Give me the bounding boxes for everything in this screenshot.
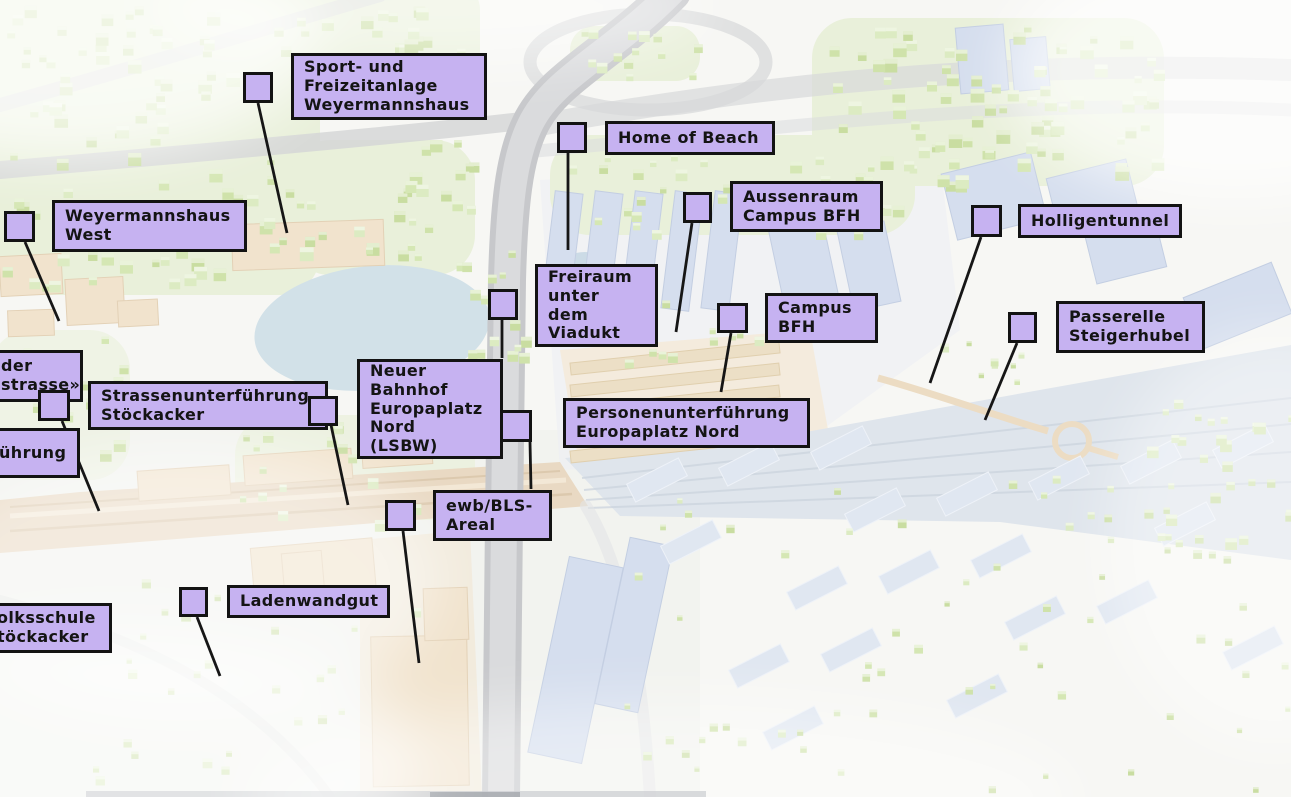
marker-strassenunterfuehrung-stoeckacker[interactable] (38, 390, 70, 421)
label-line: Europaplatz (370, 398, 483, 418)
marker-ladenwandgut[interactable] (179, 587, 208, 617)
label-line: olksschule (0, 608, 96, 628)
label-line: Passerelle (1069, 307, 1166, 327)
label-line: Weyermannshaus (304, 94, 470, 114)
label-line: töckacker (0, 627, 89, 646)
label-line: strasse» (1, 375, 81, 394)
label-line: Strassenunterführung (101, 385, 310, 405)
label-ladenwandgut[interactable]: Ladenwandgut (227, 585, 390, 618)
label-line: (LSBW) (370, 436, 438, 456)
label-line: ewb/BLS- (446, 495, 533, 515)
label-line: West (65, 225, 112, 244)
label-line: Ladenwandgut (240, 591, 379, 611)
label-line: Weyermannshaus (65, 206, 231, 226)
label-line: Aussenraum (743, 186, 859, 206)
marker-personenunterfuehrung-europaplatz-nord[interactable] (500, 410, 532, 442)
label-line: Holligentunnel (1031, 210, 1170, 230)
label-line: Freizeitanlage (304, 76, 438, 96)
marker-aussenraum-campus-bfh[interactable] (683, 192, 712, 223)
label-holligentunnel[interactable]: Holligentunnel (1018, 204, 1182, 238)
label-line: Nord (370, 417, 416, 437)
label-line: Europaplatz Nord (576, 422, 740, 441)
marker-freiraum-unter-dem-viadukt[interactable] (488, 289, 518, 320)
label-line: Home of Beach (618, 127, 759, 147)
label-line: Areal (446, 514, 496, 534)
label-line: Steigerhubel (1069, 326, 1191, 345)
label-line: BFH (778, 317, 816, 336)
marker-neuer-bahnhof-europaplatz-nord-lsbw[interactable] (308, 396, 338, 426)
label-line: dem (548, 304, 589, 324)
label-line: Personenunterführung (576, 403, 790, 423)
label-home-of-beach[interactable]: Home of Beach (605, 121, 775, 155)
label-line: ührung (0, 442, 67, 462)
label-line: Campus (778, 298, 852, 318)
label-fuehrung-fragment[interactable]: ührung (0, 428, 80, 478)
label-line: Sport- und (304, 57, 404, 77)
label-line: Neuer (370, 360, 427, 380)
marker-ewb-bls-areal[interactable] (385, 500, 416, 531)
label-line: Freiraum (548, 266, 633, 286)
label-line: der (1, 356, 33, 376)
passerelle-bridge (877, 374, 1119, 461)
marker-sport-und-freizeitanlage-weyermannshaus[interactable] (243, 72, 273, 103)
label-ewb-bls-areal[interactable]: ewb/BLS-Areal (433, 490, 552, 541)
marker-home-of-beach[interactable] (557, 122, 587, 153)
label-line: Viadukt (548, 323, 621, 343)
label-line: Bahnhof (370, 379, 448, 399)
marker-weyermannshaus-west[interactable] (4, 211, 35, 242)
label-line: Stöckacker (101, 404, 205, 424)
marker-passerelle-steigerhubel[interactable] (1008, 312, 1037, 343)
label-line: unter (548, 285, 600, 305)
marker-holligentunnel[interactable] (971, 205, 1002, 237)
label-line: Campus BFH (743, 205, 861, 225)
marker-campus-bfh[interactable] (717, 303, 748, 333)
